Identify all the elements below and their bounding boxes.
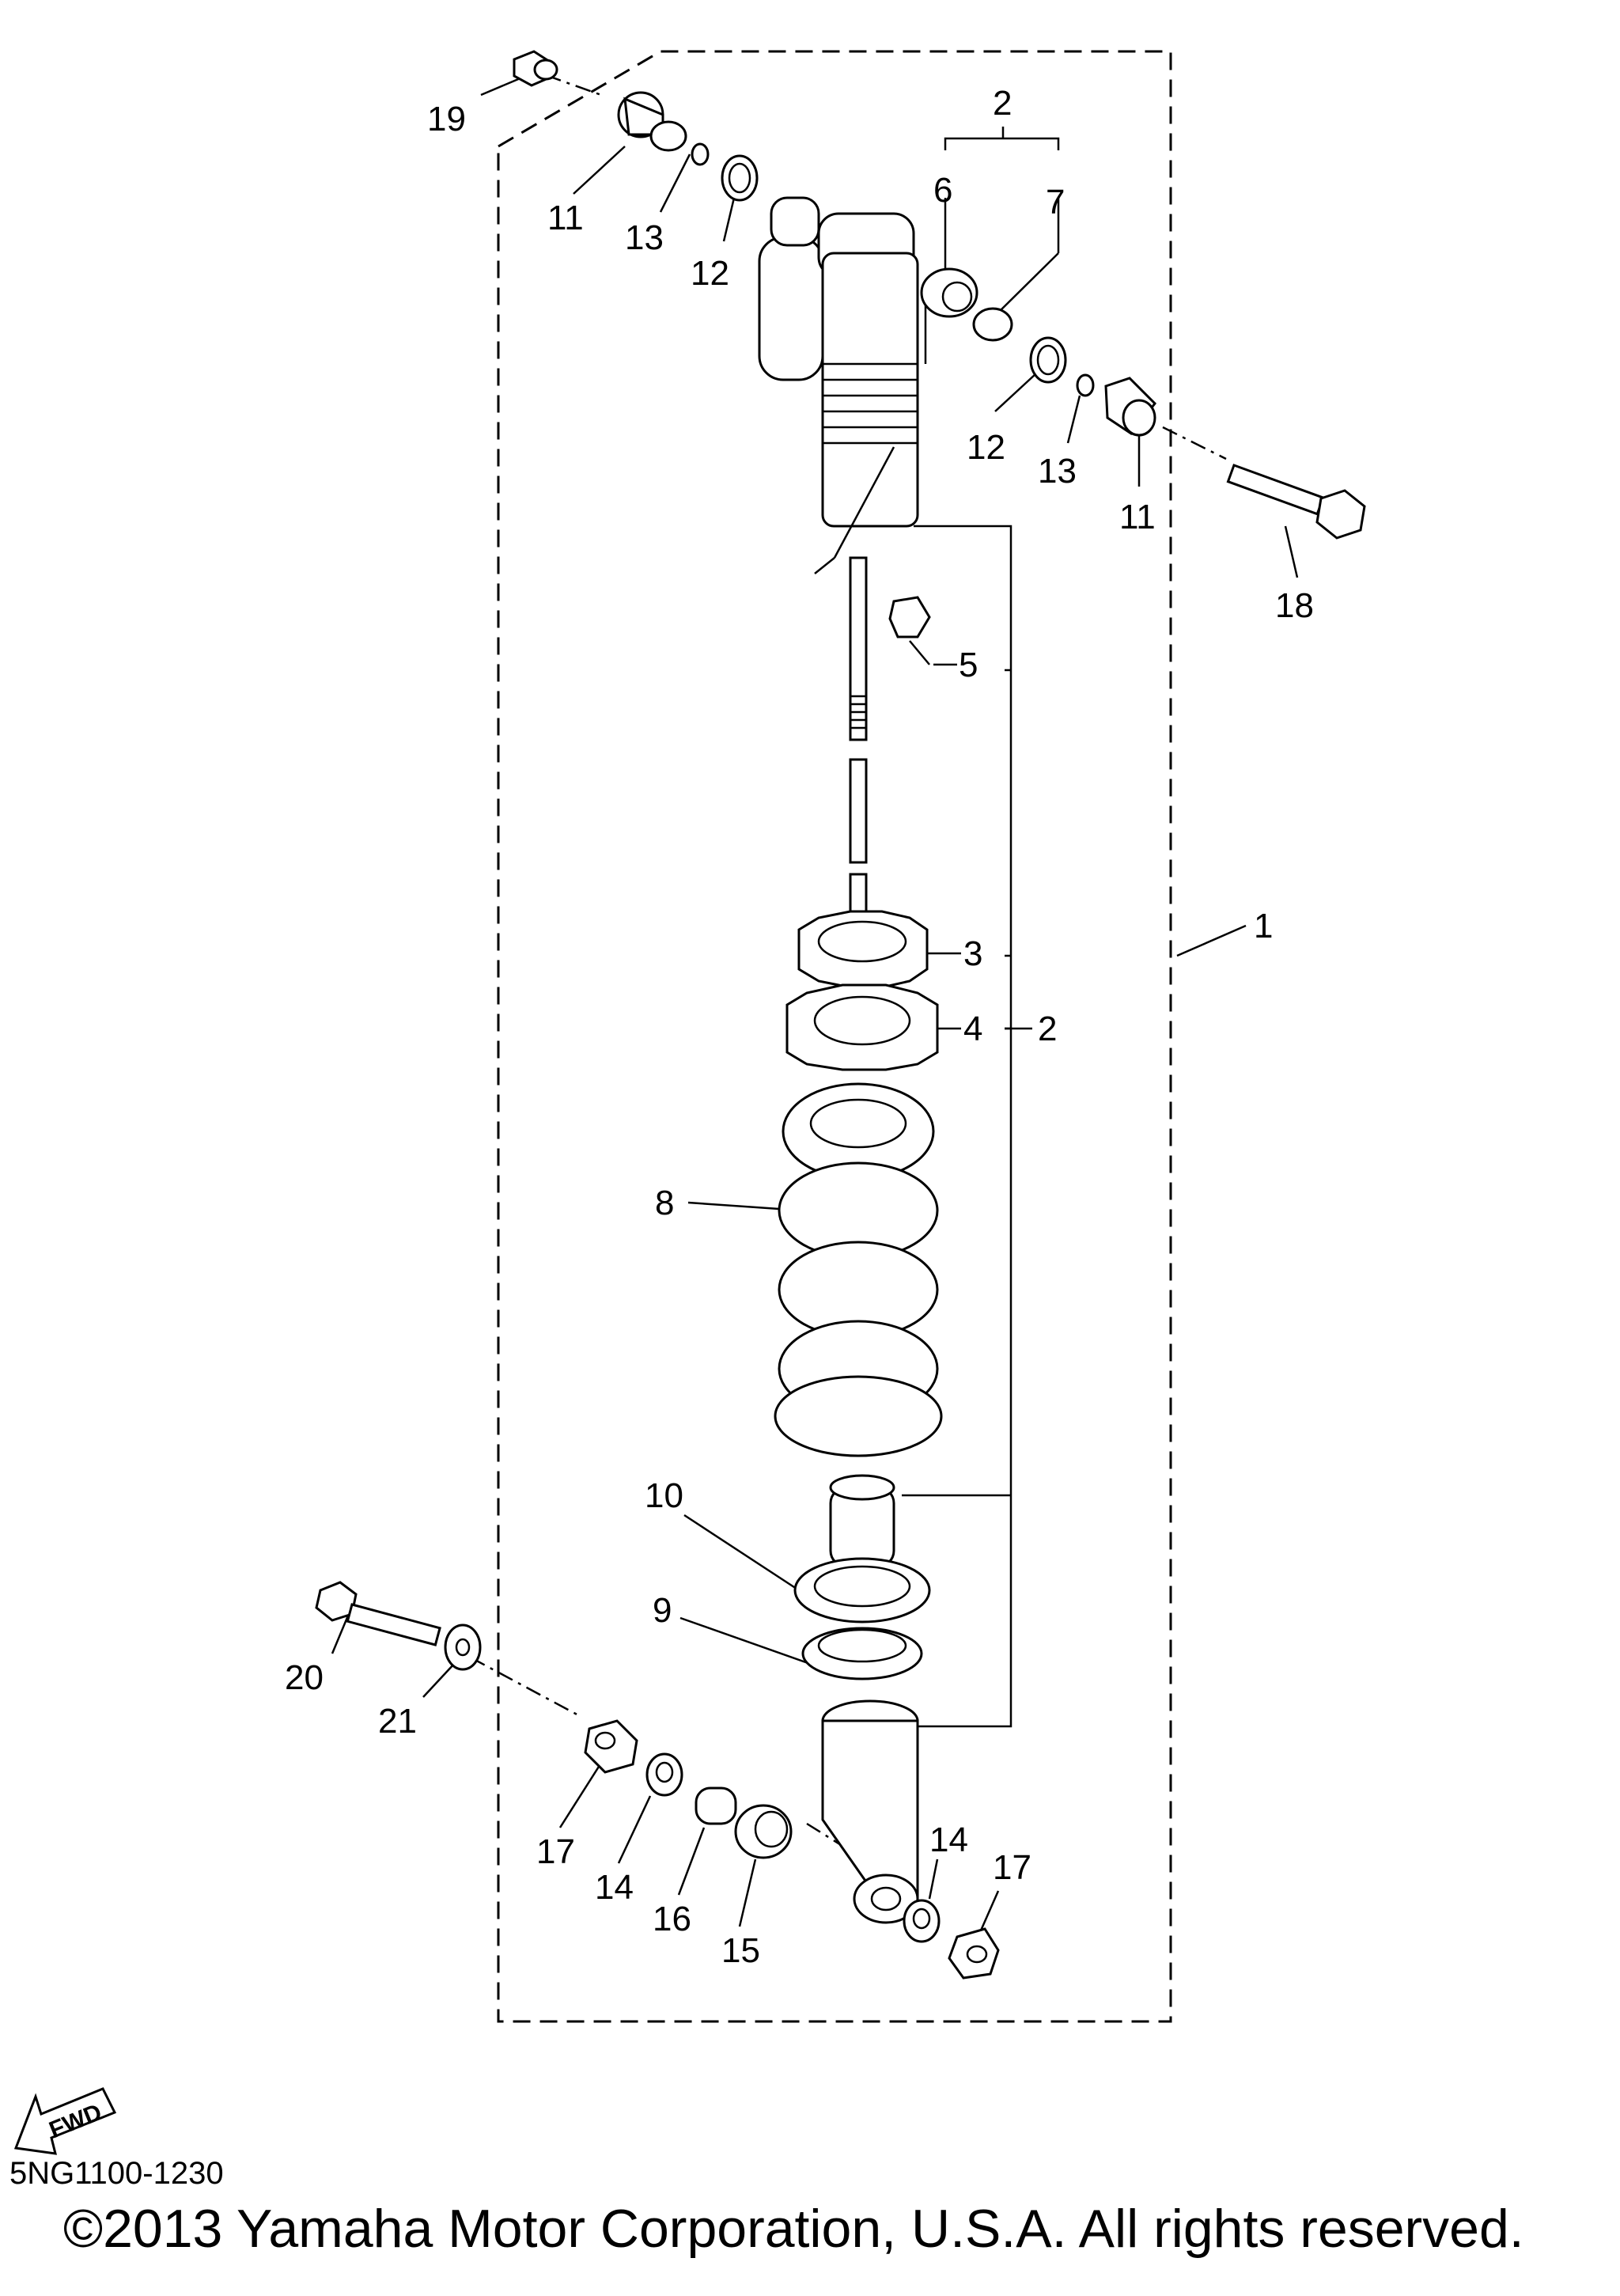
washer-14-left-icon xyxy=(645,1752,683,1797)
callout-8: 8 xyxy=(655,1184,674,1222)
bracket-top-2 xyxy=(944,127,1060,150)
callout-16: 16 xyxy=(653,1900,691,1938)
sleeve-16-icon xyxy=(695,1786,737,1825)
callout-13-right: 13 xyxy=(1038,452,1077,491)
bolt-20-icon xyxy=(315,1581,441,1646)
bearing-15-icon xyxy=(734,1804,793,1859)
callout-12-top: 12 xyxy=(691,254,729,293)
bracket-part-2 xyxy=(902,525,1012,1728)
callout-2-top: 2 xyxy=(993,84,1012,123)
callout-14-left: 14 xyxy=(595,1868,634,1907)
seal-12-top-icon xyxy=(721,154,759,202)
adjuster-4-icon xyxy=(785,983,939,1071)
callout-10: 10 xyxy=(645,1476,683,1515)
collar-17-left-icon xyxy=(584,1719,638,1774)
callout-6: 6 xyxy=(933,171,952,210)
callout-15: 15 xyxy=(721,1931,760,1970)
collar-11-right-icon xyxy=(1104,377,1157,437)
guide-9-icon xyxy=(801,1627,923,1680)
callout-4: 4 xyxy=(963,1010,982,1048)
callout-1: 1 xyxy=(1254,907,1273,945)
collar-17-right-icon xyxy=(948,1927,1000,1980)
callout-14-right: 14 xyxy=(929,1821,968,1859)
spring-seat-10-icon xyxy=(793,1557,931,1623)
o-ring-13-right-icon xyxy=(1076,373,1095,397)
callout-12-right: 12 xyxy=(967,428,1005,467)
axis-top-left xyxy=(545,74,602,97)
assembly-boundary xyxy=(497,50,1172,2023)
shock-body-icon xyxy=(758,196,919,939)
collar-11-top-icon xyxy=(617,91,687,152)
callout-20: 20 xyxy=(285,1658,324,1697)
valve-5-icon xyxy=(888,596,931,638)
callout-3: 3 xyxy=(963,934,982,973)
seal-12-right-icon xyxy=(1029,336,1067,384)
callout-11-right: 11 xyxy=(1119,498,1156,536)
spring-8-icon xyxy=(774,1082,943,1457)
callouts: 19 11 13 12 2 6 7 12 13 11 18 5 3 4 2 1 … xyxy=(285,84,1314,1970)
axis-bottom-left xyxy=(470,1656,582,1718)
callout-19: 19 xyxy=(427,100,466,138)
washer-14-right-icon xyxy=(903,1899,941,1943)
callout-7: 7 xyxy=(1046,183,1065,222)
circlip-7-icon xyxy=(972,307,1013,342)
nut-19-icon xyxy=(513,50,558,87)
lower-clevis-icon xyxy=(821,1699,919,1924)
bearing-6-icon xyxy=(920,267,978,318)
washer-21-icon xyxy=(444,1623,482,1671)
copyright-notice: ©2013 Yamaha Motor Corporation, U.S.A. A… xyxy=(63,2199,1524,2259)
callout-13-top: 13 xyxy=(625,218,664,257)
callout-2-mid: 2 xyxy=(1038,1010,1057,1048)
callout-21: 21 xyxy=(378,1702,417,1741)
callout-11-top: 11 xyxy=(547,199,584,237)
bump-stop-icon xyxy=(829,1474,895,1568)
callout-18: 18 xyxy=(1275,586,1314,625)
locknut-3-icon xyxy=(797,910,929,989)
o-ring-13-top-icon xyxy=(691,142,710,166)
bolt-18-icon xyxy=(1226,464,1366,540)
fwd-arrow-icon: FWD xyxy=(13,2087,117,2155)
diagram-code: 5NG1100-1230 xyxy=(9,2156,224,2191)
callout-17-right: 17 xyxy=(993,1848,1031,1887)
axis-top-right xyxy=(1162,426,1227,460)
callout-9: 9 xyxy=(653,1591,672,1630)
callout-5: 5 xyxy=(959,646,978,684)
callout-17-left: 17 xyxy=(536,1832,575,1871)
